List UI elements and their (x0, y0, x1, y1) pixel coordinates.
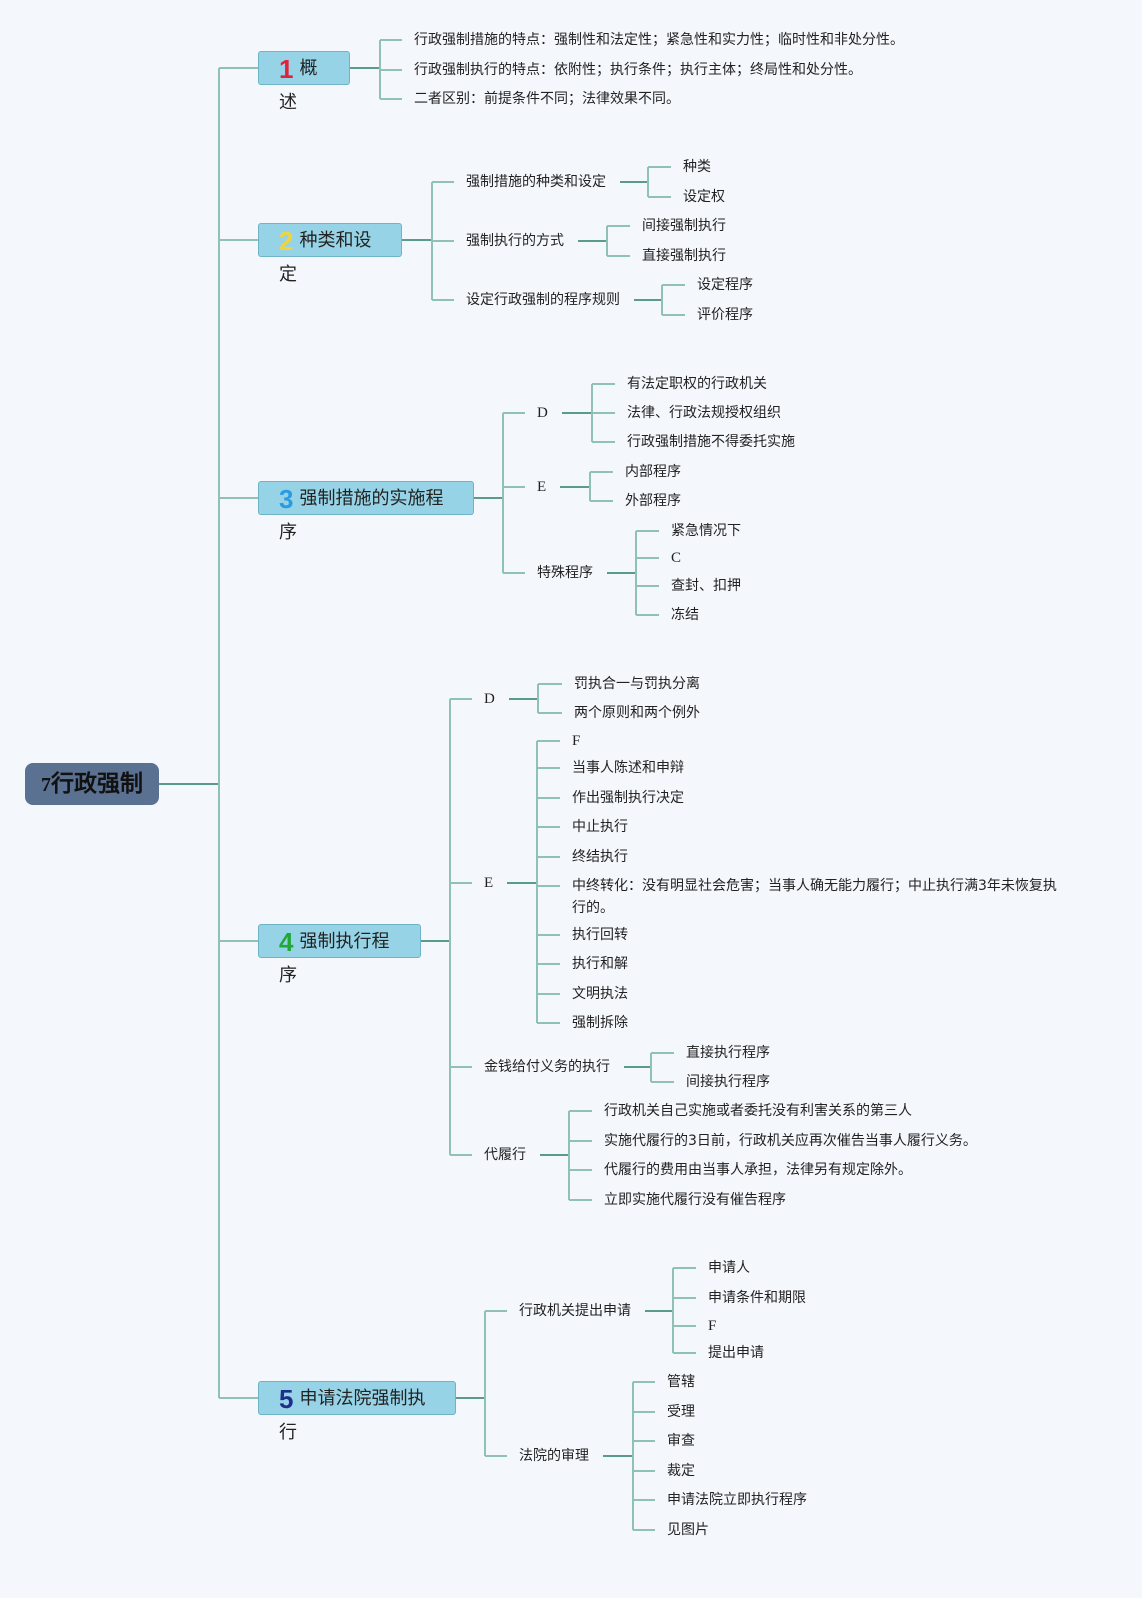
leaf-node[interactable]: 当事人陈述和申辩 (572, 760, 684, 776)
leaf-node[interactable]: 冻结 (671, 607, 699, 623)
sub-node[interactable]: 行政机关提出申请 (519, 1303, 631, 1319)
branch-number: 3 (279, 484, 294, 514)
leaf-node[interactable]: 内部程序 (625, 464, 681, 480)
sub-node[interactable]: 代履行 (484, 1147, 526, 1163)
leaf-node[interactable]: 作出强制执行决定 (572, 790, 684, 806)
leaf-node[interactable]: 直接执行程序 (686, 1045, 770, 1061)
leaf-node[interactable]: 评价程序 (697, 307, 753, 323)
leaf-node[interactable]: F (572, 733, 581, 749)
leaf-node[interactable]: 罚执合一与罚执分离 (574, 676, 700, 692)
leaf-node[interactable]: 申请条件和期限 (708, 1290, 806, 1306)
leaf-node[interactable]: 设定权 (683, 189, 725, 205)
leaf-node[interactable]: 强制拆除 (572, 1015, 628, 1031)
branch-number: 4 (279, 927, 294, 957)
leaf-node[interactable]: 间接执行程序 (686, 1074, 770, 1090)
branch-number: 1 (279, 54, 294, 84)
leaf-node[interactable]: C (671, 550, 682, 566)
leaf-node[interactable]: 有法定职权的行政机关 (627, 376, 767, 392)
leaf-node[interactable]: 间接强制执行 (642, 218, 726, 234)
leaf-node[interactable]: 申请人 (708, 1260, 750, 1276)
sub-node[interactable]: E (537, 479, 547, 495)
sub-node[interactable]: 法院的审理 (519, 1448, 589, 1464)
leaf-node[interactable]: 文明执法 (572, 986, 628, 1002)
root-topic[interactable]: 7行政强制 (25, 763, 159, 805)
leaf-node[interactable]: 外部程序 (625, 493, 681, 509)
leaf-node[interactable]: 执行和解 (572, 956, 628, 972)
leaf-node[interactable]: 种类 (683, 159, 711, 175)
leaf-node[interactable]: 行政强制措施的特点：强制性和法定性；紧急性和实力性；临时性和非处分性。 (414, 32, 904, 48)
leaf-node[interactable]: 审查 (667, 1433, 695, 1449)
sub-node[interactable]: E (484, 875, 494, 891)
root-number: 7 (41, 774, 51, 796)
leaf-node[interactable]: 提出申请 (708, 1345, 764, 1361)
sub-node[interactable]: 金钱给付义务的执行 (484, 1059, 610, 1075)
leaf-node[interactable]: 法律、行政法规授权组织 (627, 405, 781, 421)
leaf-node[interactable]: 行政强制执行的特点：依附性；执行条件；执行主体；终局性和处分性。 (414, 62, 862, 78)
leaf-node[interactable]: 中止执行 (572, 819, 628, 835)
leaf-node[interactable]: F (708, 1318, 717, 1334)
leaf-node[interactable]: 终结执行 (572, 849, 628, 865)
sub-node[interactable]: 设定行政强制的程序规则 (466, 292, 620, 308)
sub-node[interactable]: 强制措施的种类和设定 (466, 174, 606, 190)
leaf-node[interactable]: 裁定 (667, 1463, 695, 1479)
leaf-node[interactable]: 行政强制措施不得委托实施 (627, 434, 795, 450)
leaf-node[interactable]: 两个原则和两个例外 (574, 705, 700, 721)
sub-node[interactable]: D (537, 405, 548, 421)
sub-node[interactable]: 强制执行的方式 (466, 233, 564, 249)
leaf-node[interactable]: 直接强制执行 (642, 248, 726, 264)
leaf-node[interactable]: 管辖 (667, 1374, 695, 1390)
branch-title: 概述 (279, 58, 318, 113)
leaf-node[interactable]: 中终转化：没有明显社会危害；当事人确无能力履行；中止执行满3年未恢复执行的。 (572, 878, 1057, 916)
leaf-node[interactable]: 行政机关自己实施或者委托没有利害关系的第三人 (604, 1103, 912, 1119)
leaf-node[interactable]: 立即实施代履行没有催告程序 (604, 1192, 786, 1208)
leaf-node[interactable]: 实施代履行的3日前，行政机关应再次催告当事人履行义务。 (604, 1133, 977, 1149)
leaf-node[interactable]: 受理 (667, 1404, 695, 1420)
leaf-node[interactable]: 查封、扣押 (671, 578, 741, 594)
leaf-node[interactable]: 申请法院立即执行程序 (667, 1492, 807, 1508)
leaf-node[interactable]: 设定程序 (697, 277, 753, 293)
branch-number: 2 (279, 226, 294, 256)
root-title: 行政强制 (51, 771, 143, 797)
branch-title: 申请法院强制执行 (279, 1388, 426, 1443)
branch-title: 强制执行程序 (279, 931, 390, 986)
leaf-node[interactable]: 二者区别：前提条件不同；法律效果不同。 (414, 91, 680, 107)
branch-number: 5 (279, 1384, 294, 1414)
leaf-node[interactable]: 紧急情况下 (671, 523, 741, 539)
branch-title: 种类和设定 (279, 230, 372, 285)
leaf-node[interactable]: 执行回转 (572, 927, 628, 943)
branch-title: 强制措施的实施程序 (279, 488, 444, 543)
sub-node[interactable]: D (484, 691, 495, 707)
leaf-node[interactable]: 见图片 (667, 1522, 709, 1538)
sub-node[interactable]: 特殊程序 (537, 565, 593, 581)
leaf-node[interactable]: 代履行的费用由当事人承担，法律另有规定除外。 (604, 1162, 912, 1178)
